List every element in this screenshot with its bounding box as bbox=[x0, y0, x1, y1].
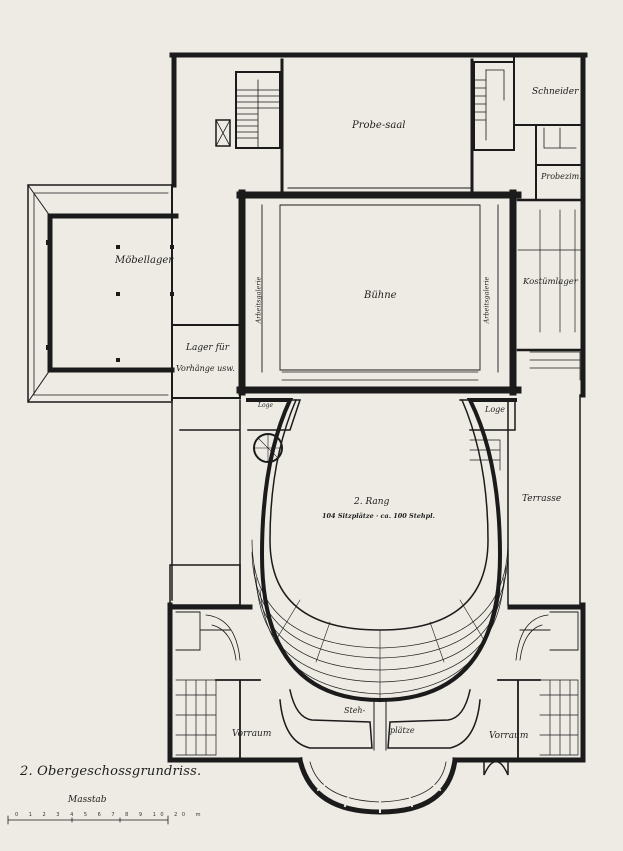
lager-label-line2: Vorhänge usw. bbox=[176, 364, 235, 373]
spiral-treads-left bbox=[253, 433, 283, 463]
moebellager-diagonals bbox=[27, 184, 51, 403]
terrasse-label: Terrasse bbox=[522, 494, 562, 504]
terrasse-walls bbox=[507, 394, 581, 606]
probezim-label: Probezim. bbox=[541, 172, 582, 181]
stair-top-left bbox=[215, 71, 281, 149]
probesaal-walls bbox=[280, 58, 474, 194]
stehplaetze-left bbox=[279, 689, 373, 749]
lager-box bbox=[173, 324, 241, 399]
buehne-label: Bühne bbox=[364, 290, 397, 301]
toilets-top-right bbox=[543, 127, 577, 149]
stehplaetze-right bbox=[387, 689, 481, 749]
bottom-bay-inner bbox=[309, 761, 447, 803]
scale-numbers: 0 1 2 3 4 5 6 7 8 9 10 20 m bbox=[15, 812, 205, 818]
steh-label: Steh- bbox=[344, 706, 366, 715]
moebellager-walls bbox=[47, 213, 179, 373]
bottom-bay-window-breaks bbox=[316, 782, 442, 813]
stair-top-right bbox=[473, 61, 515, 151]
stair-lower-curved-right bbox=[515, 614, 549, 661]
lower-wall-east bbox=[452, 602, 586, 763]
plaetze-label: plätze bbox=[390, 726, 415, 735]
seating-aisles bbox=[275, 599, 485, 703]
toilets-lower-right bbox=[519, 611, 579, 651]
vorraum-left-label: Vorraum bbox=[232, 729, 272, 739]
stage-front bbox=[281, 371, 479, 381]
loge-right bbox=[459, 399, 516, 431]
gallery-lines bbox=[261, 204, 499, 373]
kostuemlager-walls bbox=[516, 198, 585, 352]
vorraum-dividers bbox=[215, 679, 541, 761]
lower-stairs-right bbox=[539, 679, 579, 756]
stair-lower-curved-left bbox=[205, 614, 241, 661]
rang-label: 2. Rang bbox=[354, 497, 390, 507]
moebellager-label: Möbellager bbox=[115, 255, 174, 266]
kostuemlager-racks bbox=[517, 209, 584, 333]
stair-right-mid bbox=[469, 439, 501, 471]
lower-wall-west bbox=[167, 602, 303, 763]
left-small-room bbox=[169, 564, 241, 606]
toilets-lower-left bbox=[175, 611, 231, 651]
moebellager-inner-offset bbox=[33, 192, 169, 396]
arbeitsgalerie-right-label: Arbeitsgalerie bbox=[482, 276, 491, 324]
rang-capacity-label: 104 Sitzplätze · ca. 100 Stehpl. bbox=[322, 512, 435, 520]
loge-left-label: Loge bbox=[258, 402, 273, 409]
vorraum-right-label: Vorraum bbox=[489, 731, 529, 741]
probezim-room bbox=[535, 164, 584, 201]
fireplace bbox=[483, 759, 509, 776]
schneider-label: Schneider bbox=[532, 87, 579, 97]
stehplaetze-gap bbox=[373, 699, 387, 751]
kostuemlager-label: Kostümlager bbox=[523, 277, 578, 287]
rang-outer bbox=[246, 398, 517, 703]
probesaal-label: Probe-saal bbox=[352, 120, 406, 131]
scale-title: Masstab bbox=[68, 795, 107, 805]
schneider-room bbox=[513, 57, 584, 166]
lower-stairs-left bbox=[175, 679, 217, 756]
loge-left bbox=[247, 399, 302, 431]
plan-title: 2. Obergeschossgrundriss. bbox=[20, 764, 202, 779]
stair-east bbox=[529, 351, 581, 381]
lager-label-line1: Lager für bbox=[186, 343, 230, 353]
arbeitsgalerie-left-label: Arbeitsgalerie bbox=[254, 276, 263, 324]
left-corridor bbox=[171, 399, 241, 606]
loge-right-label: Loge bbox=[485, 405, 505, 414]
scale-bar bbox=[7, 815, 169, 825]
stage-inner bbox=[279, 204, 481, 371]
